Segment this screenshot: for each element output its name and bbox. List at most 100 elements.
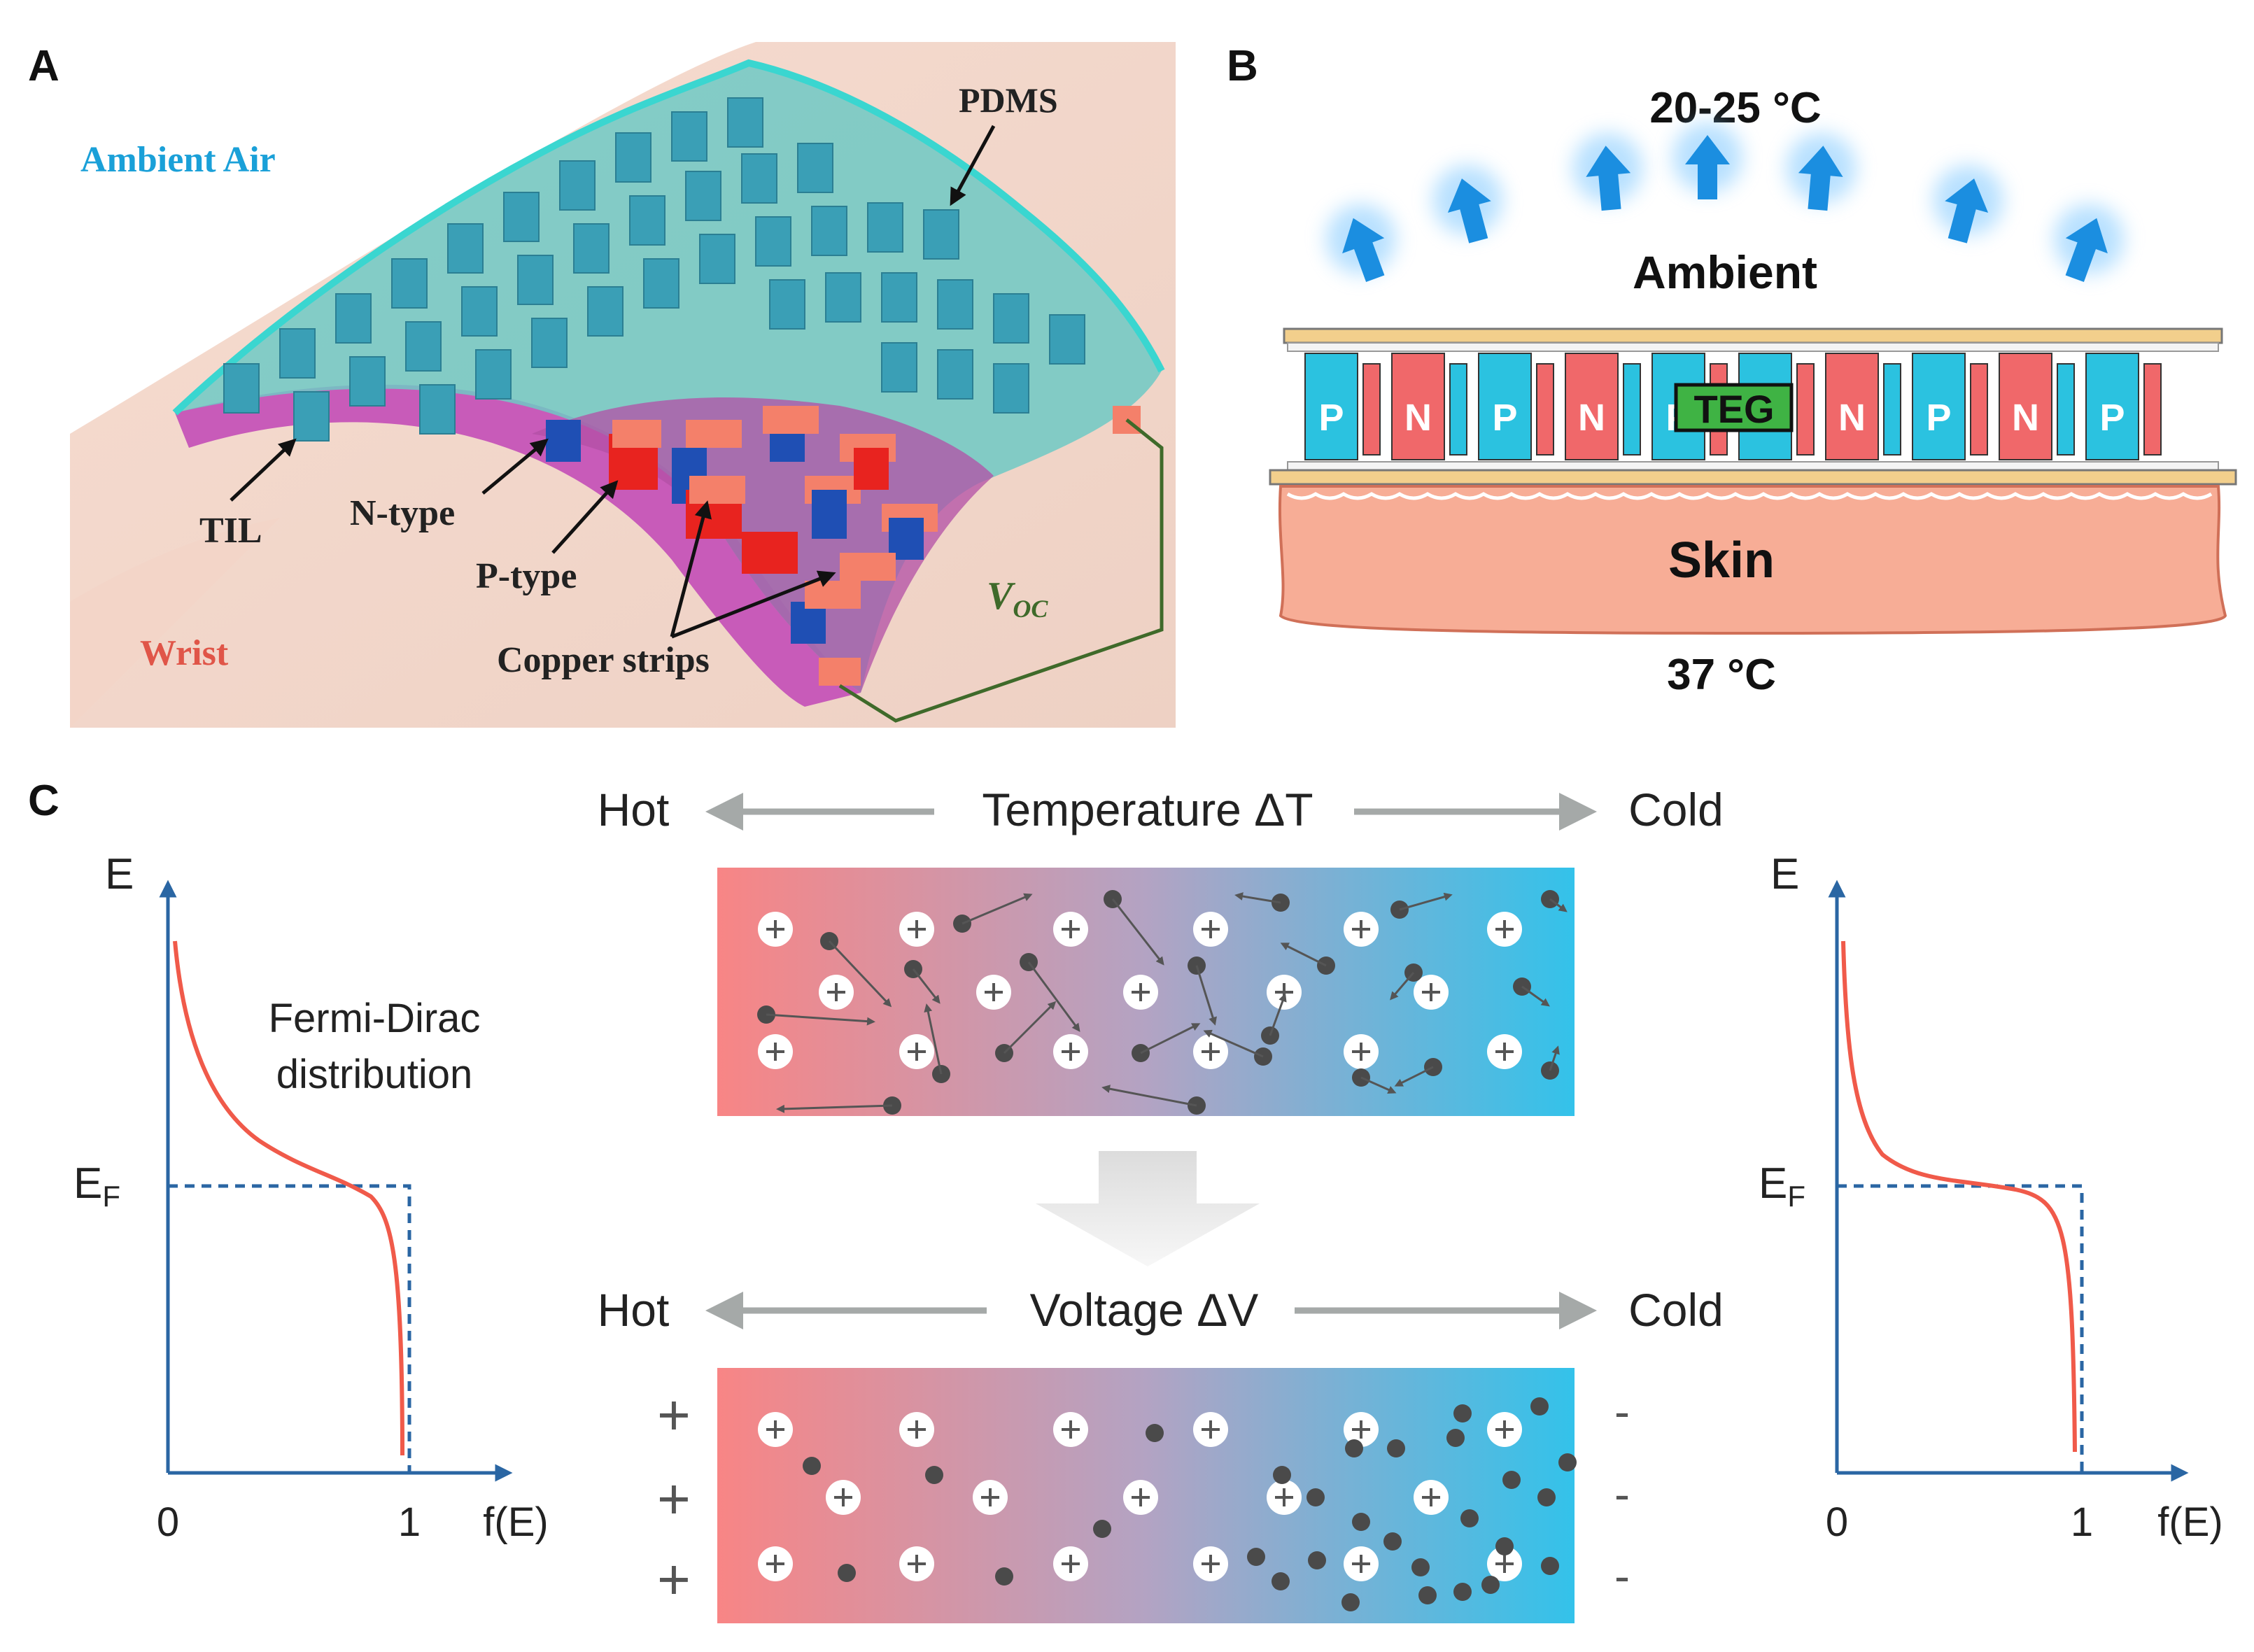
teg-leg <box>1999 353 2052 460</box>
voc-circuit <box>838 418 1164 723</box>
side-plus-3: + <box>657 1548 691 1611</box>
electron <box>1132 1023 1201 1062</box>
electron <box>1261 993 1287 1045</box>
positive-ion <box>899 1412 934 1447</box>
positive-ion <box>1487 1412 1522 1447</box>
teg-leg <box>1391 353 1445 460</box>
electron <box>1558 1453 1577 1471</box>
positive-ion <box>1123 1480 1158 1515</box>
electron <box>1411 1558 1430 1576</box>
panel-a: A <box>28 42 1176 728</box>
teg-leg <box>2085 353 2139 460</box>
electron <box>1341 1593 1360 1611</box>
label-p-type: P-type <box>476 556 577 596</box>
skin-label: Skin <box>1668 532 1775 588</box>
panel-c-letter: C <box>28 777 59 825</box>
side-minus-3: - <box>1614 1550 1630 1602</box>
teg-leg <box>1912 353 1966 460</box>
voc-main: V <box>987 574 1016 618</box>
electron <box>1352 1513 1370 1531</box>
voltage-delta-label: Voltage ΔV <box>1030 1284 1259 1336</box>
right-ef-sub: F <box>1787 1180 1805 1213</box>
label-n-type: N-type <box>350 493 455 533</box>
electron <box>1541 890 1568 912</box>
ambient-label: Ambient <box>1633 246 1817 298</box>
panel-b: B 20-25 °C Ambient PNPNPNPNP TEG Skin 37… <box>1227 42 2237 699</box>
right-fermi-plot: E EF 0 1 f(E) <box>1759 850 2223 1545</box>
fermi-dirac-note-line2: distribution <box>276 1052 472 1097</box>
teg-leg-inner <box>1449 363 1467 456</box>
positive-ion <box>1344 1034 1379 1069</box>
label-wrist: Wrist <box>140 633 229 673</box>
right-fermi-curve <box>1841 940 2077 1453</box>
electron <box>1272 1572 1290 1590</box>
electron <box>1203 1029 1272 1066</box>
left-fermi-plot: E EF 0 1 f(E) Fermi-Dirac distribution <box>73 850 549 1545</box>
electron <box>757 1005 875 1026</box>
heat-arrow-icon <box>1933 165 2003 243</box>
electron <box>1453 1583 1472 1601</box>
left-x-label: f(E) <box>483 1499 548 1545</box>
transition-arrow <box>1036 1151 1260 1266</box>
positive-ion <box>758 912 793 947</box>
electron <box>1453 1404 1472 1422</box>
electron <box>924 1003 950 1083</box>
teg-leg-label: N <box>1578 397 1605 439</box>
top-conductor <box>1287 342 2219 352</box>
bottom-hot-label: Hot <box>598 1284 670 1336</box>
positive-ion <box>1053 912 1088 947</box>
panel-b-letter: B <box>1227 42 1258 90</box>
electron <box>1020 953 1080 1032</box>
right-x-label: f(E) <box>2157 1499 2223 1545</box>
side-minus-1: - <box>1614 1385 1630 1437</box>
electron <box>1537 1488 1556 1506</box>
heat-arrow-icon <box>1672 122 1742 199</box>
bottom-substrate <box>1269 469 2237 486</box>
electron <box>1541 1045 1560 1080</box>
til-layer <box>175 384 861 707</box>
electron <box>1502 1471 1521 1489</box>
til-pointer <box>230 438 297 502</box>
positive-ion <box>826 1480 861 1515</box>
teg-leg-inner <box>2057 363 2075 456</box>
electron <box>925 1466 943 1484</box>
electron <box>1093 1520 1111 1538</box>
covered-modules <box>223 97 1085 442</box>
heat-arrows <box>1325 122 2125 282</box>
teg-leg-inner <box>2143 363 2162 456</box>
electron <box>803 1457 821 1475</box>
right-ef-label: EF <box>1759 1159 1805 1213</box>
temperature-bar-carriers <box>757 890 1568 1115</box>
wrist-render <box>70 42 1176 728</box>
label-til: TIL <box>199 511 262 551</box>
positive-ion <box>1053 1034 1088 1069</box>
teg-box <box>1674 383 1794 432</box>
left-fermi-curve <box>173 940 404 1456</box>
positive-ion <box>899 1546 934 1581</box>
electron <box>1104 890 1164 966</box>
fermi-dirac-note-line1: Fermi-Dirac <box>269 996 481 1041</box>
positive-ion <box>976 975 1011 1010</box>
teg-leg-label: P <box>2099 397 2125 439</box>
teg-leg-label: P <box>1318 397 1344 439</box>
positive-ion <box>1344 1546 1379 1581</box>
positive-ion <box>973 1480 1008 1515</box>
voltage-gradient-row: Hot Voltage ΔV Cold <box>598 1284 1724 1336</box>
electron <box>1234 892 1290 912</box>
electron <box>1481 1576 1500 1594</box>
heat-arrow-icon <box>1786 133 1857 211</box>
bottom-temperature-label: 37 °C <box>1667 651 1776 699</box>
positive-ion <box>819 975 854 1010</box>
teg-leg-label: N <box>2012 397 2039 439</box>
electron <box>1188 956 1217 1026</box>
electron <box>995 1001 1057 1062</box>
positive-ion <box>1123 975 1158 1010</box>
positive-ion <box>899 912 934 947</box>
electron <box>1530 1397 1549 1416</box>
teg-leg-inner <box>1623 363 1641 456</box>
p-type-pointer <box>551 480 619 554</box>
electron <box>1146 1424 1164 1442</box>
electron <box>1446 1429 1465 1447</box>
voltage-bar-carriers <box>758 1397 1577 1611</box>
teg-leg-inner <box>1883 363 1901 456</box>
